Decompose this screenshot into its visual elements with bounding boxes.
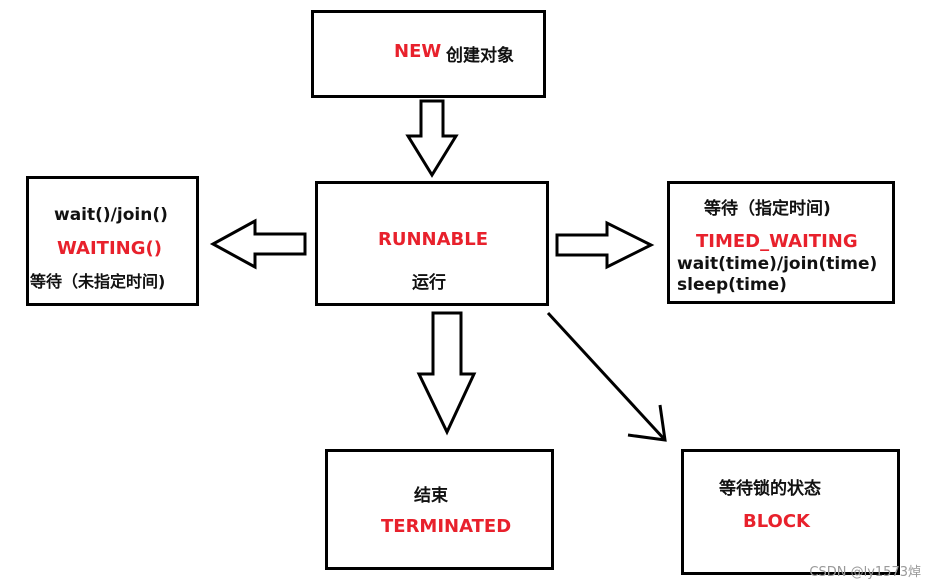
state-desc-waiting: 等待（未指定时间)	[30, 272, 166, 291]
state-box-runnable: RUNNABLE 运行	[315, 181, 549, 306]
arrow-runnable-to-timed-waiting	[555, 220, 655, 270]
state-box-new: NEW 创建对象	[311, 10, 546, 98]
state-name-block: BLOCK	[743, 511, 811, 532]
state-desc-new: 创建对象	[446, 46, 514, 66]
timed-waiting-methods-2: sleep(time)	[677, 275, 787, 295]
arrow-runnable-to-block	[546, 311, 667, 442]
state-name-runnable: RUNNABLE	[378, 229, 489, 250]
arrow-runnable-to-block-head	[627, 404, 667, 442]
arrow-runnable-to-waiting	[209, 218, 307, 270]
watermark: CSDN @ly1573焯	[809, 565, 921, 580]
state-box-block: 等待锁的状态 BLOCK	[681, 449, 900, 575]
arrow-new-to-runnable	[405, 99, 459, 178]
state-desc-runnable: 运行	[412, 273, 446, 293]
state-name-timed-waiting: TIMED_WAITING	[696, 231, 858, 252]
timed-waiting-methods-1: wait(time)/join(time)	[677, 254, 878, 274]
state-name-waiting: WAITING()	[57, 238, 162, 259]
state-desc-timed-waiting: 等待（指定时间)	[704, 199, 831, 219]
state-name-terminated: TERMINATED	[381, 516, 512, 537]
state-box-timed-waiting: 等待（指定时间) TIMED_WAITING wait(time)/join(t…	[667, 181, 895, 304]
state-desc-terminated: 结束	[414, 486, 448, 506]
arrow-runnable-to-terminated	[416, 311, 477, 436]
state-desc-block: 等待锁的状态	[719, 479, 821, 499]
state-name-new: NEW	[394, 41, 442, 62]
waiting-methods: wait()/join()	[54, 205, 168, 225]
state-box-terminated: 结束 TERMINATED	[325, 449, 554, 570]
state-box-waiting: wait()/join() WAITING() 等待（未指定时间)	[26, 176, 199, 306]
